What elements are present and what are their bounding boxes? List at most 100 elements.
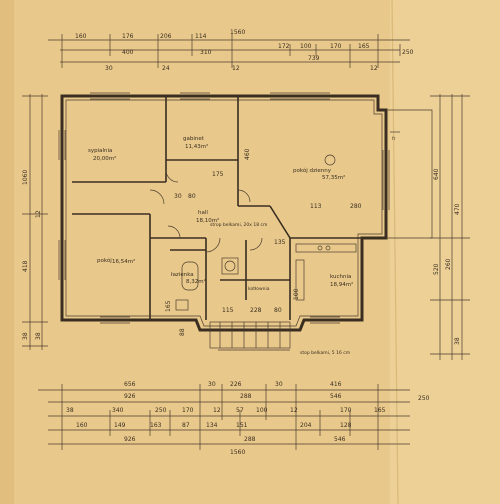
dim-left-4: 38 [22, 332, 29, 340]
dim-bot-29: 288 [244, 436, 256, 443]
dim-top-10: 170 [330, 43, 342, 50]
exterior-walls [60, 94, 388, 332]
room-pokoj-dzienny-area: 57,35m² [322, 174, 345, 181]
dim-bot-31: 1560 [230, 449, 245, 456]
note-strop: strop belkami, 20x 18 cm [210, 222, 267, 228]
dim-bot-21: 149 [114, 422, 126, 429]
room-lazienka-name: łazienka [171, 272, 194, 278]
dim-top-2: 176 [122, 33, 134, 40]
dim-bot-5: 288 [240, 393, 252, 400]
bottom-dimension-lines [38, 384, 410, 450]
windows [58, 92, 390, 324]
dim-bot-8: 546 [330, 393, 342, 400]
interior-dimensions: 460 175 280 113 135 30 80 115 228 80 165… [165, 148, 362, 336]
entrance-stairs [209, 321, 291, 351]
dim-bot-7: 416 [330, 381, 342, 388]
bottom-dimension-labels: 656 926 30 226 288 30 416 546 38 340 250… [66, 381, 430, 456]
room-kotlownia-name: kotłownia [248, 286, 270, 292]
dim-left-3: 12 [35, 210, 42, 218]
dim-int-2: 175 [212, 171, 224, 178]
room-pokoj-dzienny-name: pokój dzienny [293, 167, 332, 174]
dim-top-17: 12 [370, 65, 378, 72]
dim-bot-26: 204 [300, 422, 312, 429]
room-kuchnia-name: kuchnia [330, 274, 351, 280]
top-dimension-lines [48, 34, 410, 68]
fixtures [175, 154, 357, 311]
dim-bot-16: 12 [290, 407, 298, 414]
dim-bot-23: 87 [182, 422, 190, 429]
dim-top-16: 739 [308, 55, 320, 62]
dim-int-1: 460 [244, 148, 251, 160]
room-sypialnia-area: 20,00m² [93, 155, 116, 162]
room-pokoj-name: pokój [97, 257, 112, 264]
room-gabinet-area: 11,43m² [185, 143, 208, 150]
dim-bot-4: 226 [230, 381, 242, 388]
dim-int-10: 80 [274, 307, 282, 314]
paper-fold-line [391, 0, 399, 504]
dim-top-11: 165 [358, 43, 370, 50]
room-hall-area: 18,10m² [196, 217, 219, 224]
dim-top-4: 114 [195, 33, 207, 40]
dim-int-7: 80 [188, 193, 196, 200]
dim-bot-6: 30 [275, 381, 283, 388]
dim-bot-18: 165 [374, 407, 386, 414]
dim-top-8: 172 [278, 43, 290, 50]
dim-top-13: 30 [105, 65, 113, 72]
dim-bot-27: 128 [340, 422, 352, 429]
room-sypialnia-name: sypialnia [88, 148, 112, 154]
dim-left-5: 38 [35, 332, 42, 340]
room-hall-name: hall [198, 210, 208, 216]
dim-top-12: 250 [402, 49, 414, 56]
dim-bot-12: 170 [182, 407, 194, 414]
dim-int-8: 115 [222, 307, 234, 314]
dim-bot-13: 12 [213, 407, 221, 414]
dim-int-3: 280 [350, 203, 362, 210]
room-labels: sypialnia 20,00m² gabinet 11,43m² pokój … [88, 136, 353, 292]
room-pokoj-area: 16,54m² [112, 258, 135, 265]
room-kuchnia-area: 18,94m² [330, 281, 353, 288]
dim-bot-3: 30 [208, 381, 216, 388]
dim-right-4: 520 [433, 263, 440, 275]
dim-top-7: 310 [200, 49, 212, 56]
dim-top-9: 100 [300, 43, 312, 50]
dim-bot-10: 340 [112, 407, 124, 414]
dim-left-1: 1060 [22, 170, 29, 185]
dim-bot-11: 250 [155, 407, 167, 414]
dim-top-1: 160 [75, 33, 87, 40]
dim-right-5: 38 [454, 337, 461, 345]
terrace: fr [386, 109, 433, 239]
dim-int-4: 113 [310, 203, 322, 210]
dim-bot-14: 57 [236, 407, 244, 414]
notes: strop belkami, 20x 18 cm stop belkami, 5… [210, 222, 350, 356]
dim-bot-24: 134 [206, 422, 218, 429]
dim-top-15: 12 [232, 65, 240, 72]
svg-text:fr: fr [392, 136, 396, 142]
dim-top-6: 400 [122, 49, 134, 56]
dim-bot-28: 926 [124, 436, 136, 443]
dim-bot-17: 170 [340, 407, 352, 414]
dim-bot-19: 250 [418, 395, 430, 402]
dim-bot-30: 546 [334, 436, 346, 443]
dim-top-3: 206 [160, 33, 172, 40]
top-dimension-labels: 160 176 206 114 1560 400 310 172 100 170… [75, 29, 414, 72]
dim-top-14: 24 [162, 65, 170, 72]
dim-int-12: 88 [179, 328, 186, 336]
door-swings [149, 169, 263, 253]
dim-right-3: 260 [445, 258, 452, 270]
dim-left-2: 418 [22, 260, 29, 272]
room-gabinet-name: gabinet [183, 136, 205, 142]
dim-bot-2: 926 [124, 393, 136, 400]
dim-int-5: 135 [274, 239, 286, 246]
right-dimension-lines: 640 470 260 520 38 [430, 94, 470, 360]
left-dimension-lines: 1060 418 12 38 38 [22, 94, 48, 350]
dim-bot-9: 38 [66, 407, 74, 414]
dim-top-5: 1560 [230, 29, 245, 36]
paper-edge-shade [0, 0, 14, 504]
dim-int-9: 228 [250, 307, 262, 314]
dim-right-1: 640 [433, 168, 440, 180]
dim-int-6: 30 [174, 193, 182, 200]
dim-bot-20: 160 [76, 422, 88, 429]
dim-bot-1: 656 [124, 381, 136, 388]
dim-bot-22: 163 [150, 422, 162, 429]
